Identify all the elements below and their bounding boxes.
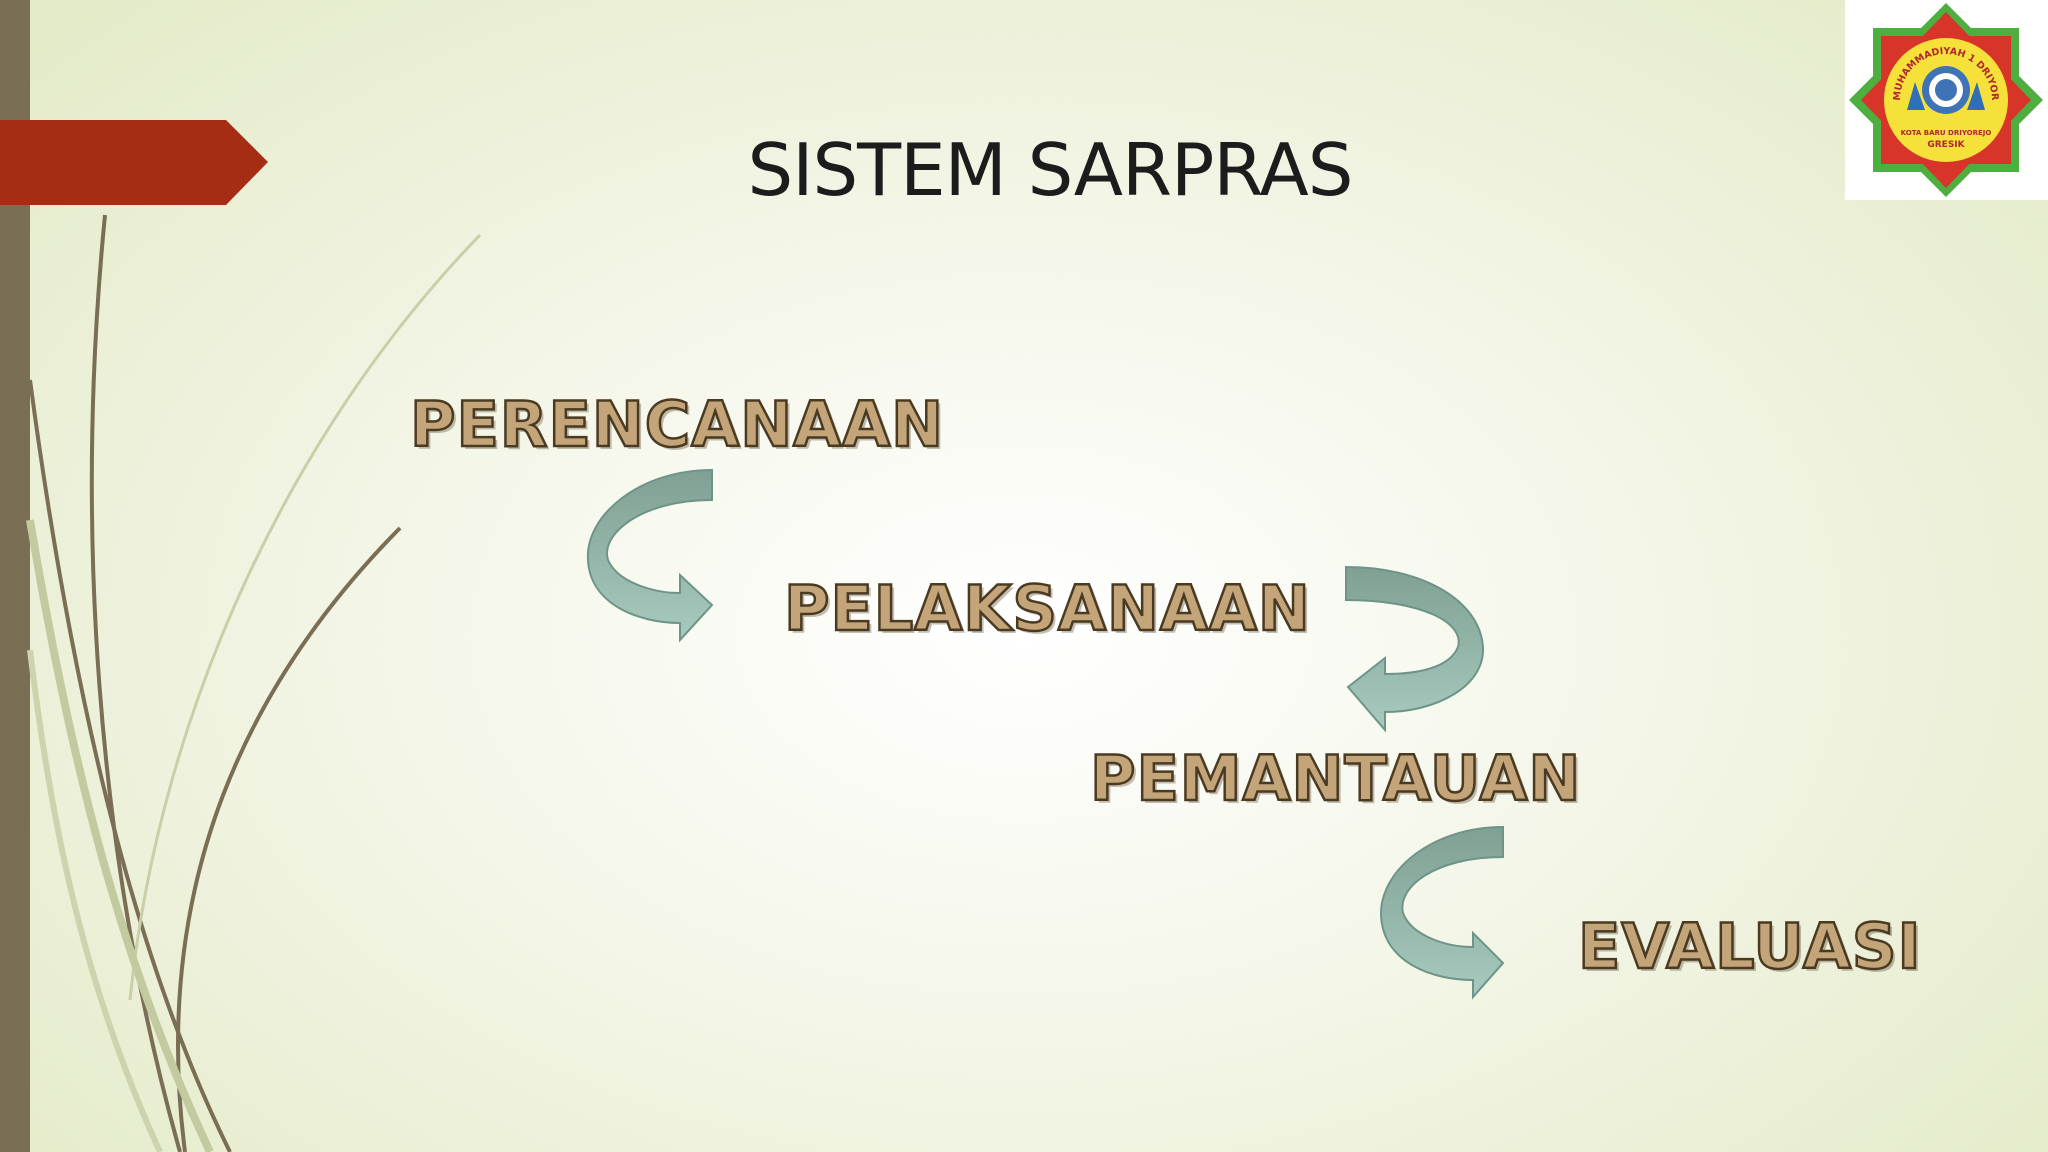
step-perencanaan: PERENCANAAN bbox=[409, 387, 945, 463]
curved-arrow-left-icon bbox=[1345, 565, 1485, 732]
svg-text:GRESIK: GRESIK bbox=[1927, 140, 1965, 150]
step-pemantauan: PEMANTAUAN bbox=[1089, 741, 1582, 817]
decorative-grass-lines bbox=[26, 214, 482, 1152]
curved-arrow-right-icon bbox=[1379, 825, 1505, 1000]
step-pelaksanaan: PELAKSANAAN bbox=[783, 571, 1311, 647]
school-logo: SD MUHAMMADIYAH 1 DRIYOREJO KOTA BARU DR… bbox=[1841, 0, 2048, 200]
step-evaluasi: EVALUASI bbox=[1577, 909, 1922, 985]
svg-text:KOTA BARU DRIYOREJO: KOTA BARU DRIYOREJO bbox=[1901, 129, 1992, 137]
title-accent-tag bbox=[0, 120, 268, 205]
slide-title: SISTEM SARPRAS bbox=[747, 128, 1354, 212]
curved-arrow-right-icon bbox=[586, 468, 714, 643]
